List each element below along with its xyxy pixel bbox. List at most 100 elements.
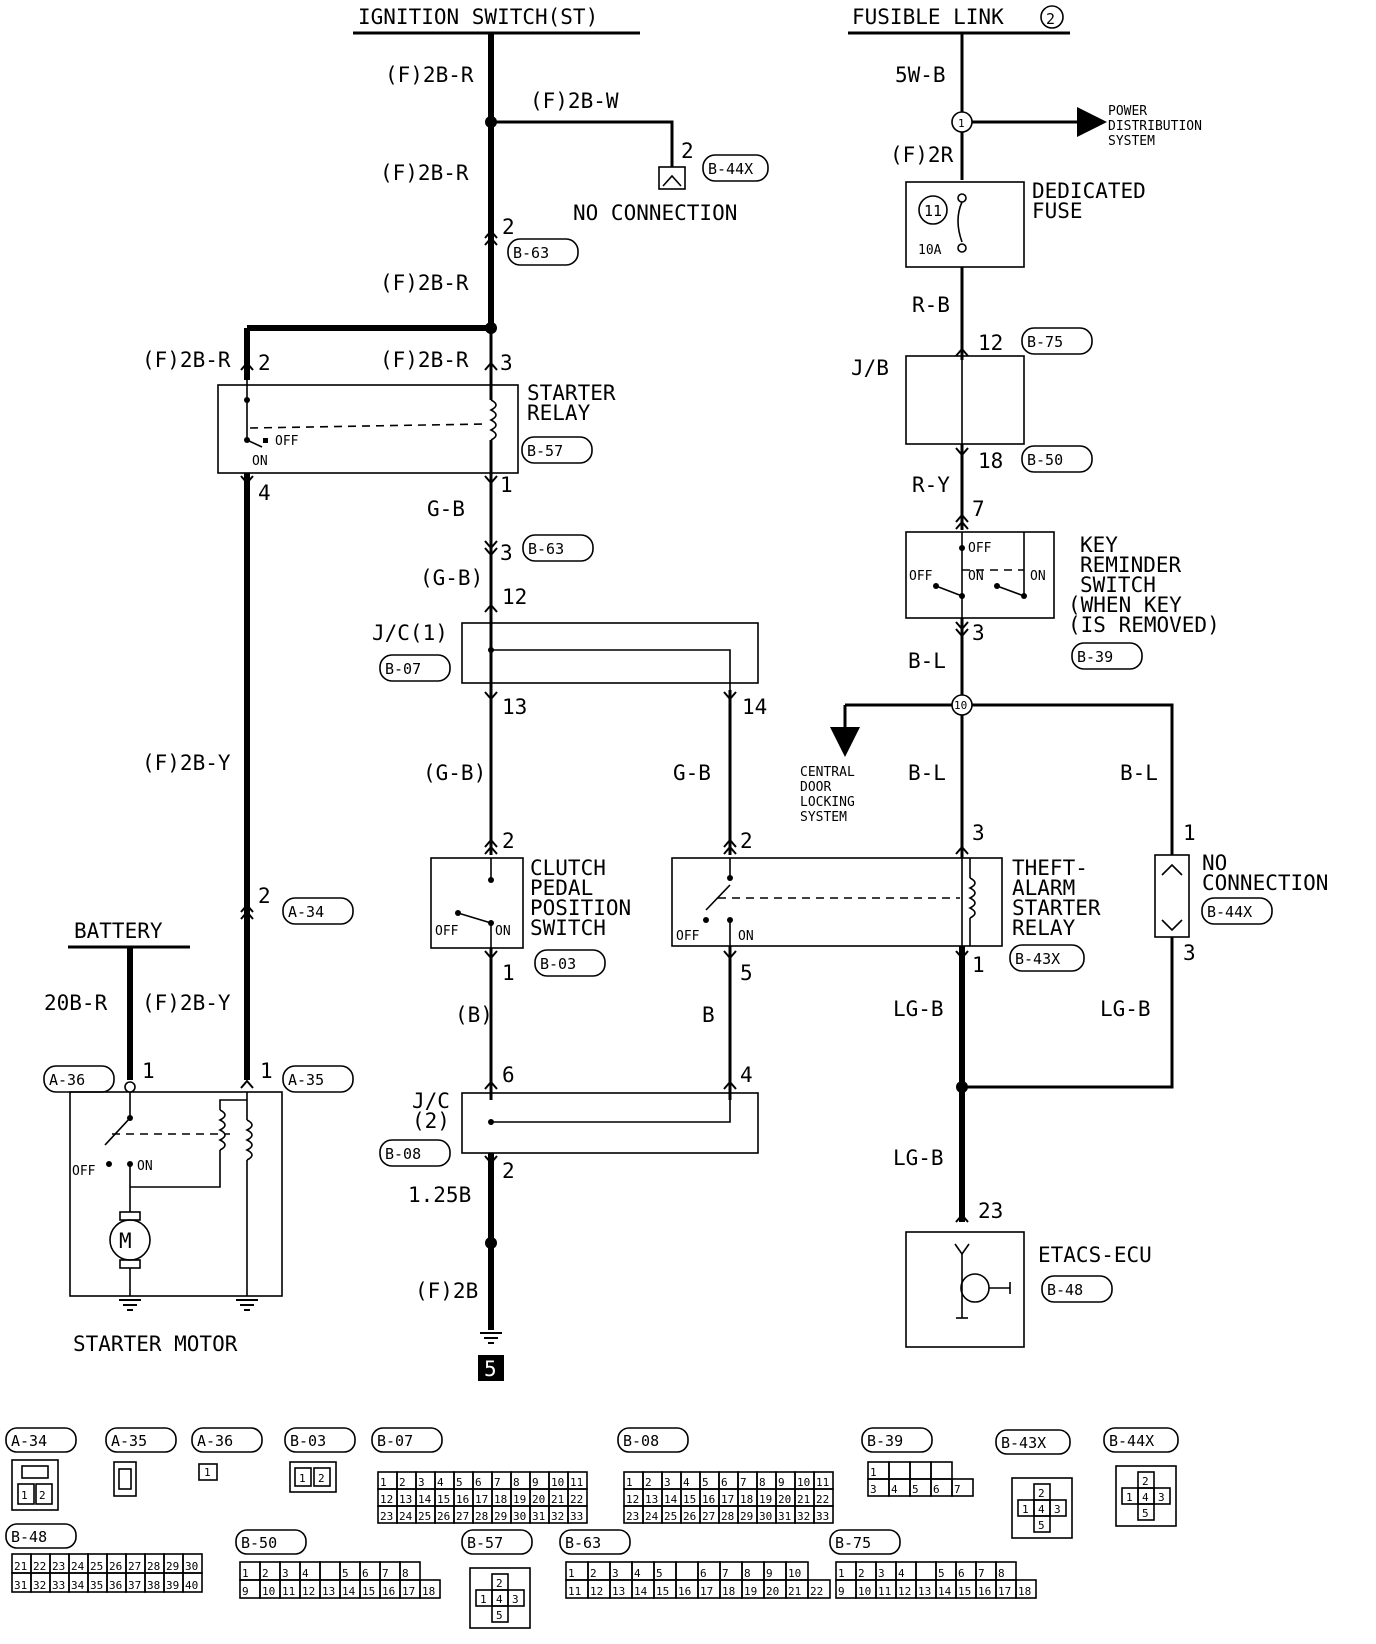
pin-no: 12 xyxy=(898,1585,911,1598)
pin-cell xyxy=(469,1567,531,1629)
pin-cell xyxy=(419,1579,441,1599)
wire-label: B-L xyxy=(908,761,946,785)
pin-no: 31 xyxy=(778,1510,791,1523)
connector-tag-a34: A-34 xyxy=(288,903,324,921)
connector-b63-top: B-63 xyxy=(507,238,579,266)
legend-tag: B-75 xyxy=(835,1534,871,1552)
pin-no: 1 xyxy=(838,1567,845,1580)
starter-relay-label: RELAY xyxy=(527,401,591,425)
pin-cell xyxy=(1033,1515,1051,1533)
theft-alarm-starter-relay: OFF ON THEFT- ALARM STARTER RELAY B-43X … xyxy=(671,856,1101,985)
pin-no: 24 xyxy=(71,1560,85,1573)
pin-no: 7 xyxy=(954,1483,961,1496)
pin-no: 14 xyxy=(634,1585,648,1598)
pin-no: 3 xyxy=(1158,1491,1165,1504)
wire-label: B xyxy=(702,1003,715,1027)
pin-label: 2 xyxy=(502,829,515,853)
legend-tag: B-03 xyxy=(290,1432,326,1450)
power-dist-label: POWER xyxy=(1108,104,1147,119)
pin-no: 10 xyxy=(262,1585,275,1598)
pin-label: 23 xyxy=(978,1199,1003,1223)
ground-wire: 1.25B (F)2B 5 xyxy=(408,1153,504,1381)
pin-no: 5 xyxy=(342,1567,349,1580)
pin-label: 7 xyxy=(972,497,985,521)
central-door-label: LOCKING xyxy=(800,795,855,810)
pin-no: 2 xyxy=(1038,1487,1045,1500)
pin-no: 23 xyxy=(626,1510,639,1523)
legend-tag: B-43X xyxy=(1001,1434,1046,1452)
pin-label: 2 xyxy=(740,829,753,853)
pin-no: 7 xyxy=(382,1567,389,1580)
pin-cell xyxy=(930,1461,953,1480)
pin-no: 2 xyxy=(590,1567,597,1580)
pin-label: 18 xyxy=(978,449,1003,473)
wire-label: G-B xyxy=(427,497,465,521)
pin-no: 26 xyxy=(683,1510,696,1523)
connector-tag-b44x: B-44X xyxy=(1207,903,1252,921)
pin-label: 1 xyxy=(260,1059,273,1083)
theft-relay-label: THEFT- xyxy=(1012,856,1088,880)
switch-off-label: OFF xyxy=(676,929,700,944)
pin-no: 35 xyxy=(90,1579,103,1592)
no-connection-label: NO CONNECTION xyxy=(573,201,737,225)
central-door-label: SYSTEM xyxy=(800,810,847,825)
pin-no: 37 xyxy=(128,1579,141,1592)
pin-cell xyxy=(813,1505,834,1524)
ground-ref-badge: 5 xyxy=(484,1357,497,1381)
pin-no: 4 xyxy=(1038,1503,1045,1516)
pin-no: 31 xyxy=(14,1579,27,1592)
pin-no: 3 xyxy=(612,1567,619,1580)
pin-no: 12 xyxy=(590,1585,603,1598)
pin-no: 17 xyxy=(700,1585,713,1598)
no-connection-1: 2 B-44X NO CONNECTION xyxy=(573,139,769,225)
pin-no: 3 xyxy=(664,1476,671,1489)
switch-off-label: OFF xyxy=(435,924,459,939)
pin-no: 5 xyxy=(656,1567,663,1580)
pin-cell xyxy=(951,1478,974,1497)
pin-no: 18 xyxy=(422,1585,435,1598)
pin-no: 30 xyxy=(185,1560,198,1573)
pin-no: 9 xyxy=(778,1476,785,1489)
pin-no: 3 xyxy=(870,1483,877,1496)
pin-no: 5 xyxy=(456,1476,463,1489)
pin-cell xyxy=(807,1579,831,1599)
switch-off-label: OFF xyxy=(275,434,299,449)
connector-tag-b44x: B-44X xyxy=(708,160,753,178)
legend-tag: B-63 xyxy=(565,1534,601,1552)
pin-no: 3 xyxy=(1054,1503,1061,1516)
pin-label: 3 xyxy=(972,621,985,645)
pin-no: 18 xyxy=(740,1493,753,1506)
pin-no: 14 xyxy=(418,1493,432,1506)
theft-relay-label: RELAY xyxy=(1012,916,1076,940)
pin-no: 4 xyxy=(437,1476,444,1489)
pin-label: 3 xyxy=(972,821,985,845)
pin-no: 16 xyxy=(678,1585,691,1598)
pin-no: 9 xyxy=(532,1476,539,1489)
ecu-feed: 1 LG-B LG-B 23 xyxy=(893,946,1003,1223)
pin-no: 3 xyxy=(282,1567,289,1580)
connector-tag-b57: B-57 xyxy=(527,442,563,460)
key-reminder-label: SWITCH xyxy=(1080,573,1156,597)
pin-no: 39 xyxy=(166,1579,179,1592)
pin-no: 13 xyxy=(612,1585,625,1598)
pin-no: 10 xyxy=(858,1585,871,1598)
legend-tag: B-39 xyxy=(867,1432,903,1450)
pin-cell xyxy=(1115,1465,1177,1527)
pin-no: 2 xyxy=(1142,1475,1149,1488)
wire-label: B-L xyxy=(1120,761,1158,785)
pin-no: 11 xyxy=(570,1476,583,1489)
pin-label: 4 xyxy=(740,1063,753,1087)
wire-label: (F)2B-R xyxy=(142,348,231,372)
pin-no: 32 xyxy=(797,1510,810,1523)
pin-label: 6 xyxy=(502,1063,515,1087)
pin-no: 2 xyxy=(496,1577,503,1590)
pin-no: 22 xyxy=(816,1493,829,1506)
pin-no: 11 xyxy=(816,1476,829,1489)
pin-no: 1 xyxy=(299,1472,306,1485)
pin-no: 17 xyxy=(402,1585,415,1598)
